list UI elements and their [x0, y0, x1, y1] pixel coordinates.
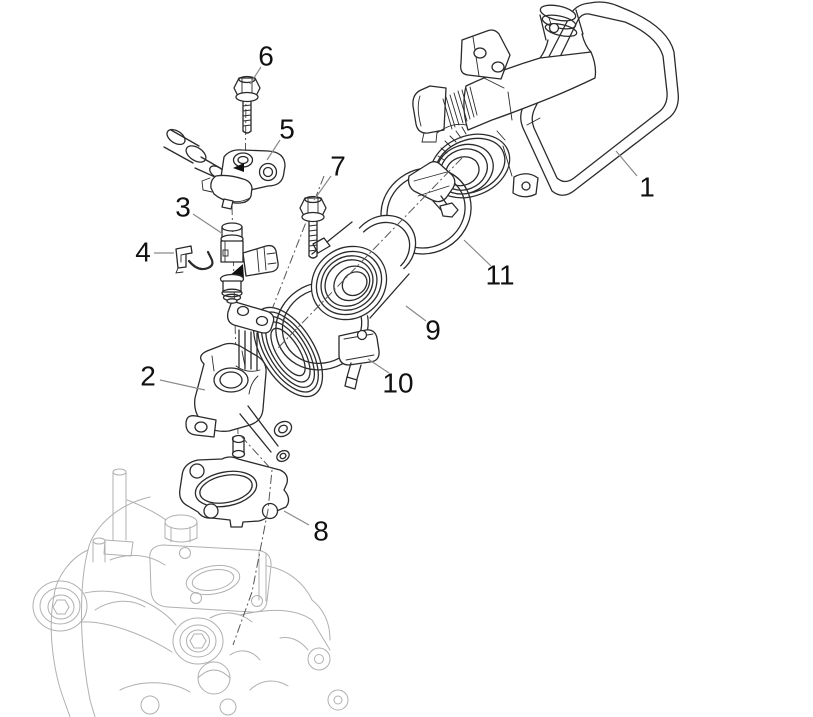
leader-line-7 [313, 175, 332, 201]
leader-line-6 [249, 66, 262, 85]
part-9-intake-sleeve [310, 214, 417, 321]
engine-head-ghost [32, 468, 349, 717]
clamp-screw-housing [407, 161, 456, 203]
tps-sensor [412, 85, 447, 134]
part-4-injector-clip [175, 245, 214, 274]
part-callout-6: 6 [258, 41, 274, 72]
leader-line-9 [405, 305, 427, 322]
part-callout-5: 5 [279, 114, 295, 145]
leader-line-2 [159, 379, 206, 391]
bracket-plate [226, 300, 275, 334]
part-callout-4: 4 [135, 237, 151, 268]
inlet-stub [539, 4, 577, 22]
leader-line-11 [463, 239, 492, 267]
orientation-arrow [233, 163, 244, 172]
throttle-body-casting [463, 51, 597, 131]
part-callout-7: 7 [330, 151, 346, 182]
callout-layer: 1 2 34 5 6 7 8 9 10 11 [135, 41, 655, 547]
injector-port [213, 367, 249, 393]
part-2-intake-manifold [185, 300, 324, 463]
part-6-flange-bolt [233, 75, 261, 134]
spring-ribs [442, 86, 478, 130]
vacuum-tube [239, 405, 279, 453]
part-callout-11: 11 [485, 260, 514, 291]
part-7-flange-bolt [299, 195, 327, 259]
fuel-pipe [163, 129, 200, 164]
part-callout-8: 8 [313, 516, 329, 547]
part-3-fuel-injector [219, 222, 279, 304]
part-11-hose-clamp [380, 161, 472, 255]
leader-line-3 [192, 213, 224, 235]
injector-connector [242, 244, 279, 277]
leader-line-8 [283, 510, 310, 526]
part-callout-2: 2 [140, 361, 156, 392]
injector-cup [210, 174, 253, 204]
centerlines-front [232, 157, 463, 646]
leader-line-10 [367, 358, 390, 374]
part-callout-1: 1 [639, 172, 655, 203]
part-callout-3: 3 [175, 192, 191, 223]
leader-line-1 [615, 150, 638, 177]
part-5-fuel-inlet-fitting [163, 128, 286, 210]
part-callout-10: 10 [382, 368, 413, 399]
part-8-gasket [179, 456, 290, 528]
part-callout-9: 9 [425, 315, 441, 346]
leader-line-5 [266, 139, 281, 161]
